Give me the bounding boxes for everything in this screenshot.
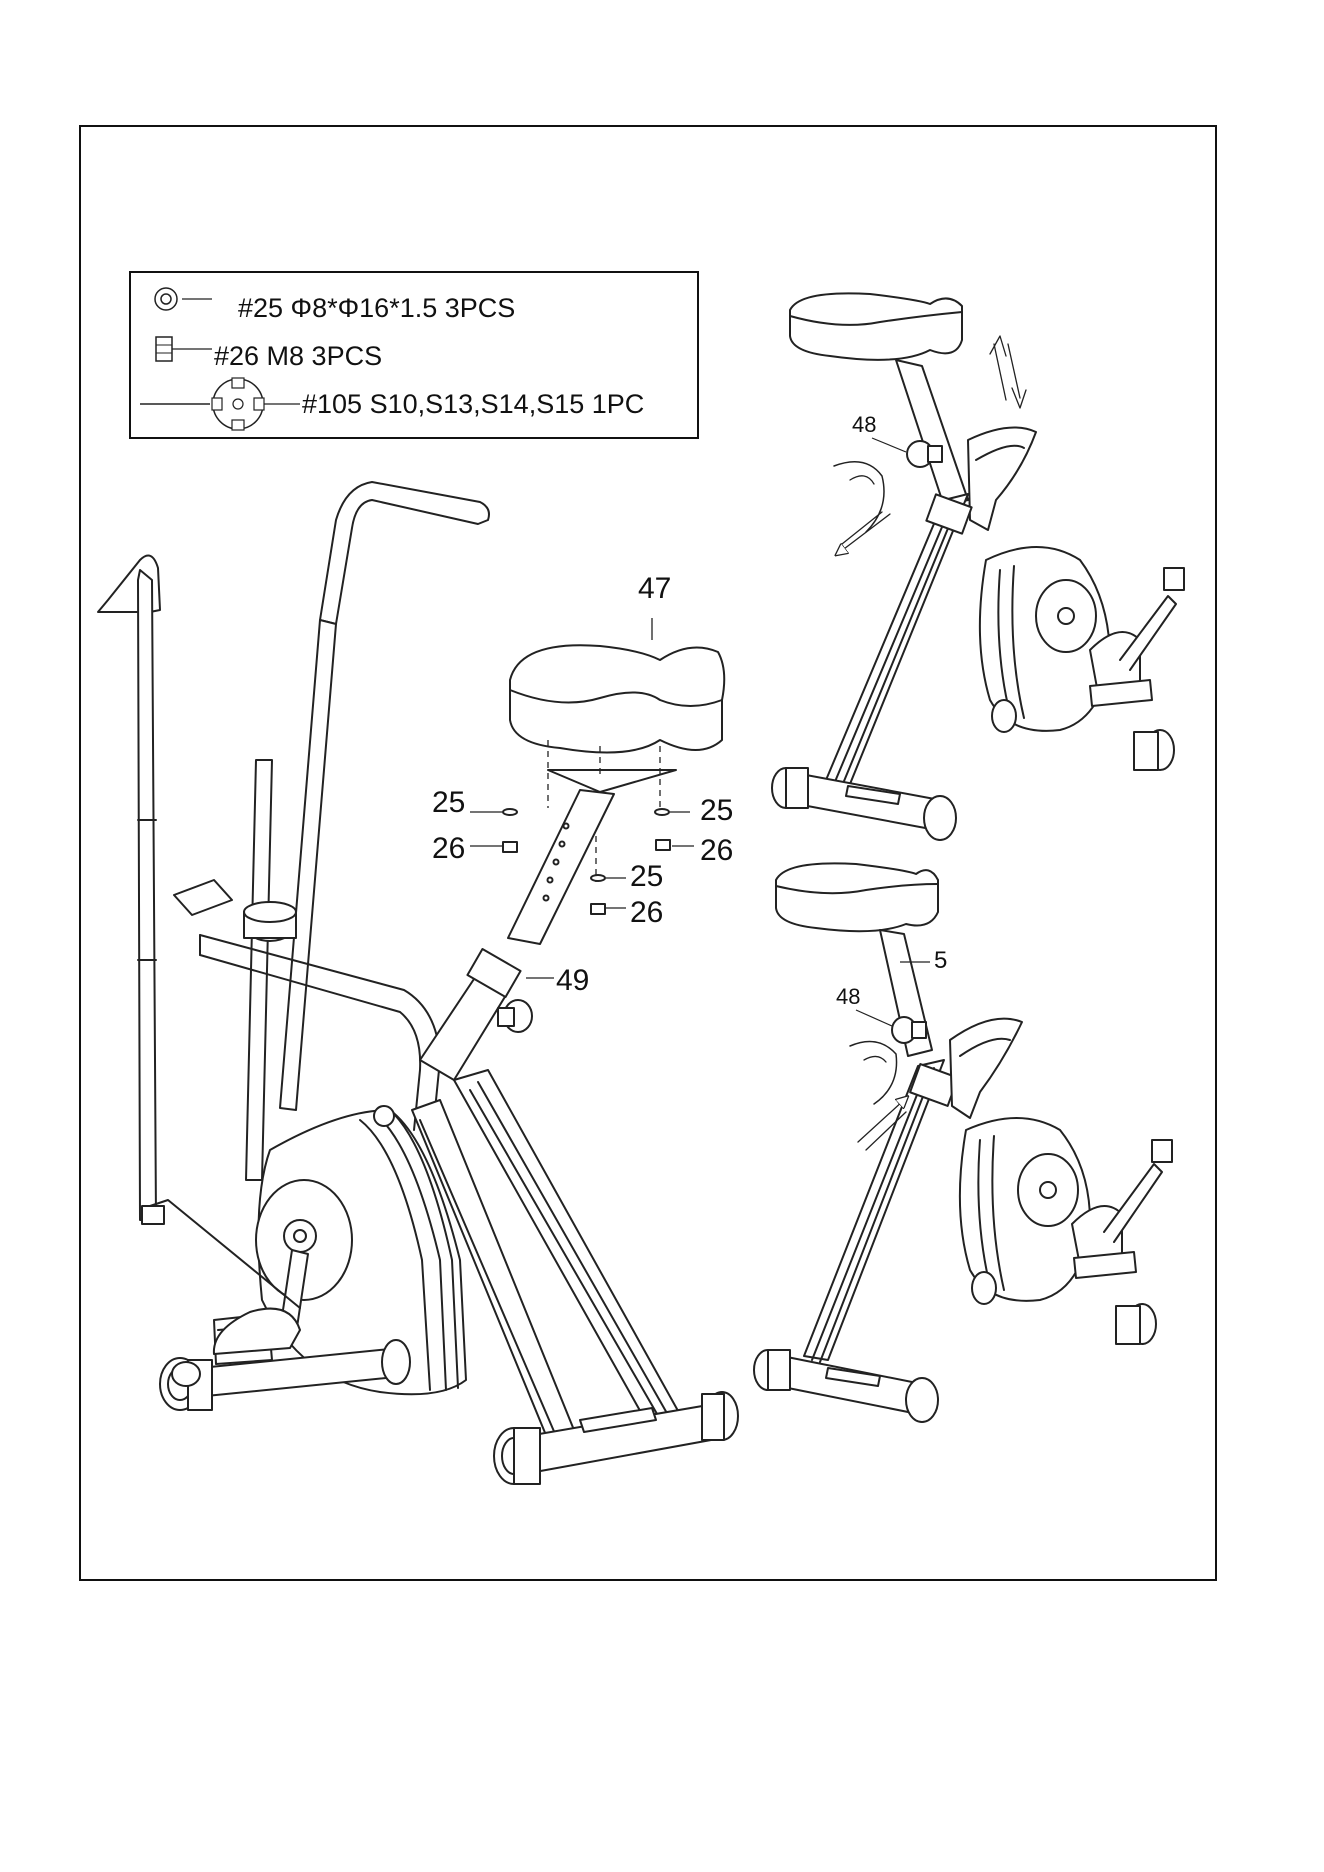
label-nut-center: 26 (630, 896, 663, 929)
label-knob-48-bottom: 48 (836, 984, 860, 1009)
hardware-legend: #25 Φ8*Φ16*1.5 3PCS #26 M8 3PCS #105 S10… (130, 272, 698, 438)
label-washer-left: 25 (432, 786, 465, 819)
main-bike-illustration (98, 482, 738, 1484)
label-washer-center: 25 (630, 860, 663, 893)
hardware-item-washer: #25 Φ8*Φ16*1.5 3PCS (238, 293, 515, 323)
exploded-seat-assembly (470, 618, 724, 978)
label-post-49: 49 (556, 964, 589, 997)
hardware-item-nut: #26 M8 3PCS (214, 341, 382, 371)
detail-bottom-illustration (754, 863, 1172, 1422)
wrench-tool-icon (140, 378, 300, 430)
label-washer-right: 25 (700, 794, 733, 827)
hardware-item-tool: #105 S10,S13,S14,S15 1PC (302, 389, 644, 419)
label-seat-47: 47 (638, 572, 671, 605)
label-nut-right: 26 (700, 834, 733, 867)
nut-icon (156, 337, 212, 361)
label-knob-48-top: 48 (852, 412, 876, 437)
label-post-5: 5 (934, 947, 947, 974)
label-nut-left: 26 (432, 832, 465, 865)
detail-top-illustration (772, 293, 1184, 840)
page-footer-mark (0, 1866, 1324, 1872)
washer-icon (155, 288, 212, 310)
